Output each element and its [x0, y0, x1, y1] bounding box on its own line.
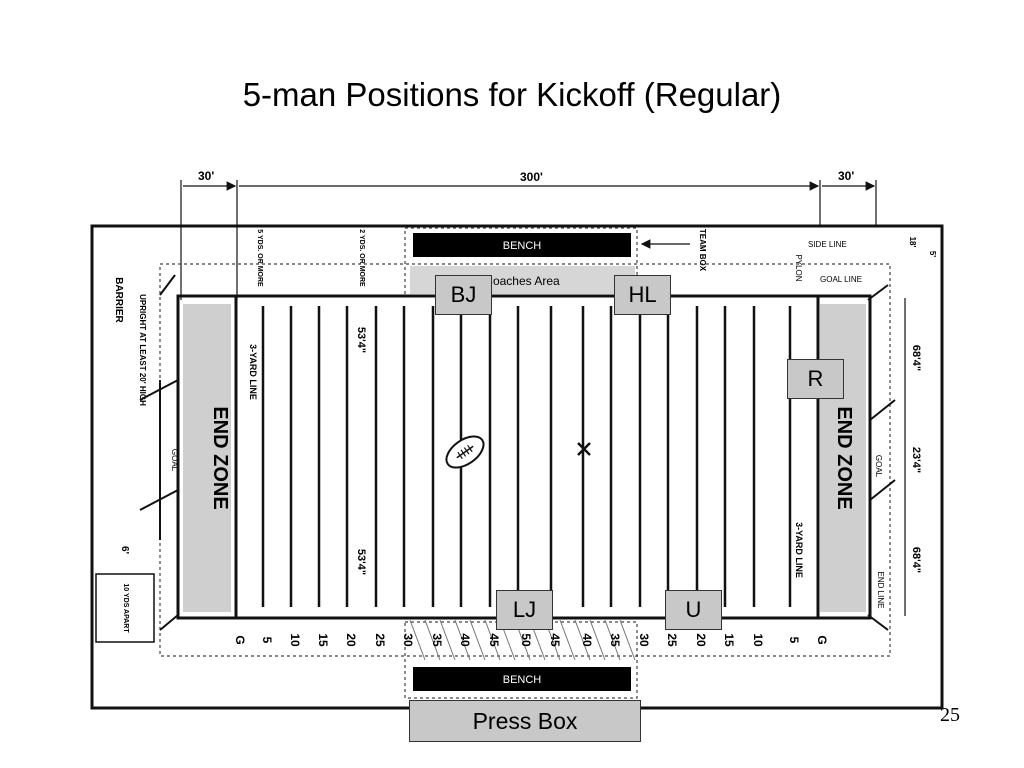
pylon-label: PYLON	[794, 254, 803, 281]
yard-number: G	[233, 635, 247, 644]
yard-number: 40	[458, 633, 472, 647]
dim-small-right-top: 18'	[908, 237, 917, 248]
dim-right-upper: 68'4"	[910, 345, 922, 371]
yard-number: 15	[722, 633, 736, 647]
dim-right-lower: 68'4"	[910, 547, 922, 573]
yard-number: 20	[344, 633, 358, 647]
goal-post-left	[139, 274, 179, 631]
yard-number: 45	[487, 633, 501, 647]
five-yds-label: 5 YDS. OR MORE	[256, 229, 263, 287]
end-zone-left-label: END ZONE	[209, 406, 231, 509]
official-hl: HL	[614, 275, 671, 315]
goal-right-label: GOAL	[874, 455, 883, 478]
coaches-area-label: Coaches Area	[484, 274, 560, 288]
official-bj: BJ	[435, 275, 492, 315]
end-zone-left	[183, 304, 231, 612]
page-number: 25	[940, 704, 960, 726]
yard-number: 45	[548, 633, 562, 647]
yard-number: 30	[401, 633, 415, 647]
yard-number: 20	[694, 633, 708, 647]
yard-number: 5	[260, 637, 274, 644]
upright-label: UPRIGHT AT LEAST 20' HIGH	[138, 294, 147, 406]
bottom-left-box	[95, 573, 155, 643]
dim-bottom-box: 10 YDS APART	[122, 583, 129, 633]
yard-number: 10	[751, 633, 765, 647]
kickoff-x-mark	[577, 442, 591, 456]
yard3-left-label: 3-YARD LINE	[248, 344, 258, 400]
team-box-label: TEAM BOX	[698, 229, 707, 272]
goal-post-right	[867, 284, 896, 631]
side-line-label: SIDE LINE	[808, 240, 847, 249]
yard-number: 35	[608, 633, 622, 647]
dim-width-top: 53'4"	[355, 327, 367, 353]
goal-left-label: GOAL	[170, 449, 179, 472]
yard-number: 25	[373, 633, 387, 647]
bench-bottom-label: BENCH	[503, 674, 542, 686]
yard-number: 50	[519, 633, 533, 647]
barrier-label: BARRIER	[113, 277, 124, 323]
dim-field-length: 300'	[520, 170, 543, 184]
dim-right-mid: 23'4"	[910, 447, 922, 473]
bench-top-label: BENCH	[503, 240, 542, 252]
yard-number: 5	[787, 637, 801, 644]
goal-line-label: GOAL LINE	[820, 275, 862, 284]
slide-title: 5-man Positions for Kickoff (Regular)	[242, 76, 782, 113]
yard-number: 10	[288, 633, 302, 647]
yard-number: 25	[665, 633, 679, 647]
bench-top	[413, 233, 631, 257]
dimension-top	[180, 180, 877, 300]
official-lj: LJ	[496, 590, 553, 630]
dim-endzone-left: 30'	[198, 169, 214, 183]
yard-number: 15	[316, 633, 330, 647]
official-r: R	[787, 359, 844, 399]
official-u: U	[665, 590, 722, 630]
dim-width-bottom: 53'4"	[355, 549, 367, 575]
yard-number: 35	[430, 633, 444, 647]
press-box: Press Box	[409, 700, 641, 742]
field-outline	[176, 294, 872, 620]
yard-number: 40	[580, 633, 594, 647]
two-yds-label: 2 YDS. OR MORE	[358, 229, 365, 287]
end-zone-right	[820, 304, 866, 612]
football-icon	[445, 435, 485, 469]
end-zone-right-label: END ZONE	[833, 406, 855, 509]
dim-bottom-left: 6'	[119, 546, 130, 554]
yard-numbers: G 5 10 15 20 25 30 35 40 45 50 45 40 35 30 25 20 15 10 5 G	[233, 633, 829, 647]
yard-number: G	[815, 635, 829, 644]
bench-bottom	[413, 667, 631, 691]
dim-endzone-right: 30'	[838, 169, 854, 183]
yard3-right-label: 3-YARD LINE	[794, 522, 804, 578]
end-line-label: END LINE	[876, 572, 885, 609]
dim-small-right-side: 5'	[928, 251, 937, 257]
yard-number: 30	[637, 633, 651, 647]
yard-lines	[261, 306, 792, 607]
